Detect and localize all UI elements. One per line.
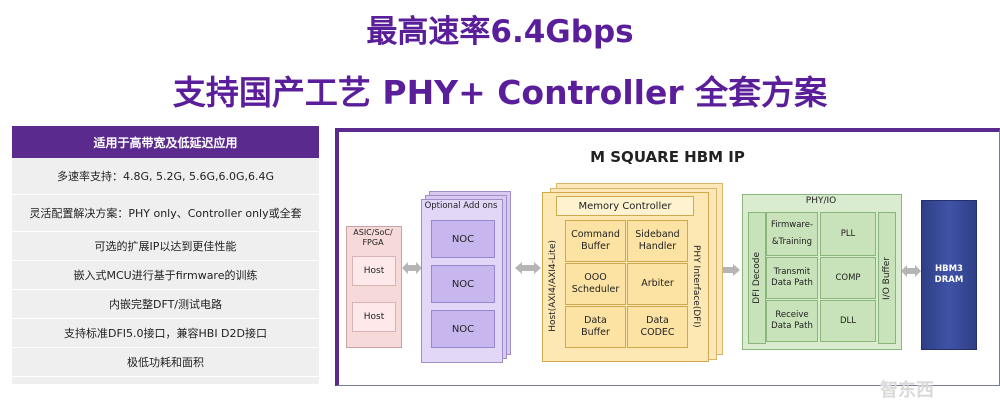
cell-line: Receive [775,310,809,320]
optional-addons-label: Optional Add ons [424,201,498,211]
noc-block: NOC [431,220,495,258]
cell-line: Scheduler [571,284,620,295]
arbiter-block: Arbiter [627,263,688,305]
memory-controller-label: Memory Controller [556,196,694,216]
cell-line: Firmware- [770,220,814,230]
feature-item: 多速率支持：4.8G, 5.2G, 5.6G,6.0G,6.4G [12,158,319,195]
noc-block: NOC [431,310,495,348]
asic-label-line2: FPGA [362,238,384,247]
pll-block: PLL [820,212,876,256]
main-title: 最高速率6.4Gbps [366,14,634,50]
cell-line: Data [584,315,607,326]
cell-line: HBM3 [935,264,963,274]
feature-item: 灵活配置解决方案：PHY only、Controller only或全套 [12,195,319,232]
diagram-title: M SQUARE HBM IP [590,148,745,166]
feature-list: 适用于高带宽及低延迟应用 多速率支持：4.8G, 5.2G, 5.6G,6.0G… [12,126,319,384]
cell-line: Sideband [635,229,680,240]
host-block: Host [352,302,396,332]
cell-line: Buffer [581,241,610,252]
noc-block: NOC [431,265,495,303]
feature-item: 内嵌完整DFT/测试电路 [12,290,319,319]
cell-line: OOO [584,272,607,283]
phy-interface-label: PHY Interface(DFI) [691,244,701,328]
firmware-training-block: Firmware- &Training [766,212,818,256]
double-arrow-icon [402,262,422,274]
phy-io-label: PHY/IO [805,196,837,206]
phy-interface: PHY Interface(DFI) [688,216,704,356]
sub-title: 支持国产工艺 PHY+ Controller 全套方案 [172,73,828,112]
double-arrow-icon [901,265,921,277]
asic-label: ASIC/SoC/ FPGA [346,228,400,248]
double-arrow-icon [515,262,541,274]
cell-line: Buffer [581,327,610,338]
cell-line: CODEC [640,327,675,338]
cell-line: &Training [771,237,813,247]
cell-line: DRAM [934,275,964,285]
cell-line: Transmit [773,267,811,277]
cell-line: Data [646,315,669,326]
io-buffer-block: I/O Buffer [878,212,896,344]
feature-item: 支持标准DFI5.0接口，兼容HBI D2D接口 [12,319,319,348]
cell-line: Data Path [771,278,813,288]
feature-list-heading: 适用于高带宽及低延迟应用 [12,126,319,158]
cell-line: Handler [638,241,677,252]
asic-label-line1: ASIC/SoC/ [353,228,393,237]
host-interface-label: Host(AXI4/AXI4-Lite) [548,240,558,332]
comp-block: COMP [820,257,876,299]
cell-line: Arbiter [641,278,674,289]
feature-item: 可选的扩展IP以达到更佳性能 [12,232,319,261]
dfi-decode-block: DFI Decode [748,212,766,344]
cell-line: Data Path [771,321,813,331]
io-buffer-label: I/O Buffer [881,256,892,300]
feature-item: 嵌入式MCU进行基于firmware的训练 [12,261,319,290]
cell-line: Command [571,229,620,240]
dll-block: DLL [820,300,876,342]
feature-item: 极低功耗和面积 [12,348,319,377]
watermark-logo: 智东西 [880,380,934,401]
dfi-decode-label: DFI Decode [751,252,762,304]
host-interface: Host(AXI4/AXI4-Lite) [545,216,561,356]
host-block: Host [352,256,396,286]
